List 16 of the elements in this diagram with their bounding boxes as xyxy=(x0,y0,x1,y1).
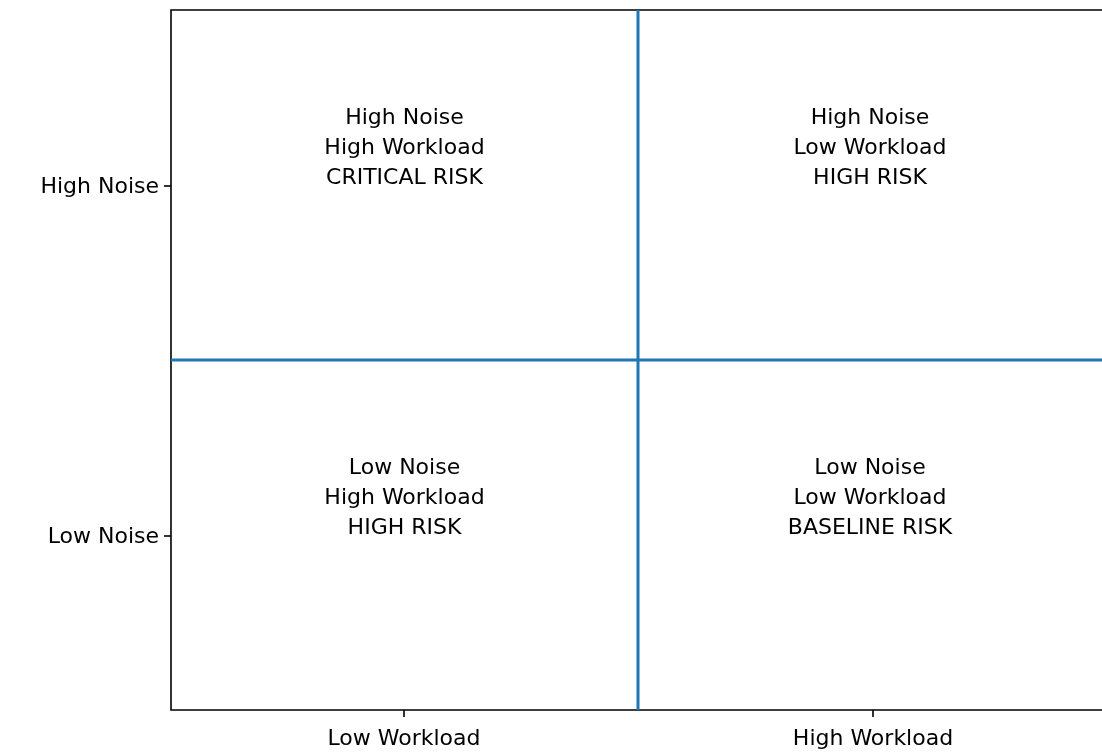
quadrant-label: High Workload xyxy=(324,483,485,511)
quadrant-label: BASELINE RISK xyxy=(787,513,953,541)
quadrant-label: Low Workload xyxy=(793,483,947,511)
quadrant-label: Low Workload xyxy=(793,133,947,161)
quadrant-label: HIGH RISK xyxy=(813,163,927,191)
axis-tick-label: High Noise xyxy=(40,173,159,199)
quadrant-label: High Workload xyxy=(324,133,485,161)
quadrant-label: High Noise xyxy=(810,103,930,131)
axis-tick-label: Low Noise xyxy=(47,523,159,549)
quadrant-label: Low Noise xyxy=(814,453,926,481)
quadrant-label: Low Noise xyxy=(348,453,461,481)
axis-tick-label: High Workload xyxy=(792,725,954,751)
quadrant-label: CRITICAL RISK xyxy=(326,163,483,191)
axis-tick-label: Low Workload xyxy=(327,725,481,751)
quadrant-label: High Noise xyxy=(345,103,464,131)
quadrant-label: HIGH RISK xyxy=(347,513,462,541)
